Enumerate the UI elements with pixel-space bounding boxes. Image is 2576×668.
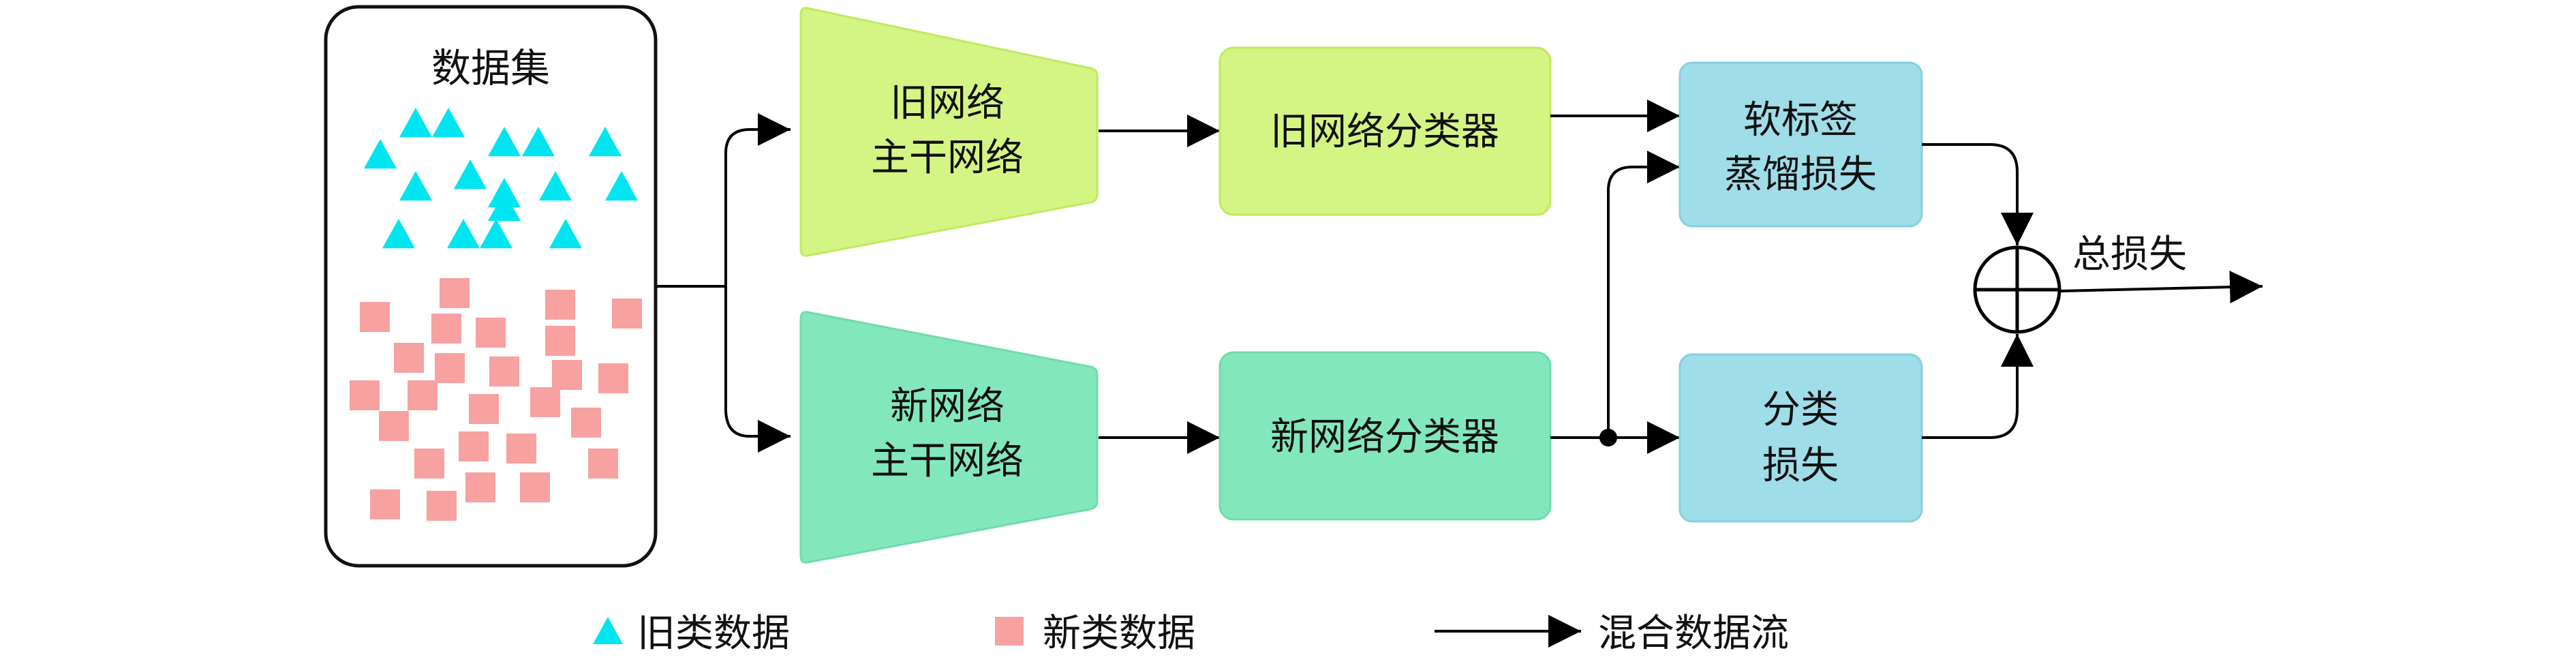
new-class-marker — [588, 449, 618, 479]
new-class-marker — [612, 299, 642, 329]
new-class-marker — [476, 318, 506, 348]
old-class-marker — [432, 108, 465, 138]
old-class-marker — [364, 139, 397, 169]
old-backbone-label-2: 主干网络 — [871, 136, 1024, 180]
new-class-marker — [360, 302, 390, 332]
old-classifier-label: 旧网络分类器 — [1270, 110, 1499, 154]
old-class-marker — [399, 108, 432, 138]
new-class-marker — [465, 472, 495, 502]
legend-old-marker — [593, 617, 623, 644]
new-classifier-label: 新网络分类器 — [1270, 415, 1499, 459]
legend: 旧类数据 新类数据 混合数据流 — [593, 611, 1789, 656]
new-class-marker — [350, 380, 380, 410]
old-class-marker — [382, 219, 415, 249]
old-backbone-block — [799, 7, 1099, 257]
new-class-marker — [530, 387, 560, 417]
new-class-marker — [435, 353, 465, 383]
new-class-marker — [394, 343, 424, 373]
total-loss-arrow — [2059, 271, 2263, 304]
new-class-marker — [545, 326, 575, 356]
new-class-marker — [552, 360, 582, 390]
new-class-marker — [506, 434, 536, 464]
new-class-marker — [489, 356, 519, 386]
old-class-marker — [549, 219, 582, 249]
new-class-marker — [431, 314, 461, 344]
new-class-markers — [350, 278, 642, 521]
legend-flow-label: 混合数据流 — [1598, 611, 1789, 656]
cls-loss-label-2: 损失 — [1762, 444, 1839, 488]
old-class-marker — [522, 127, 555, 157]
cls-loss-label-1: 分类 — [1762, 388, 1839, 432]
new-class-marker — [459, 431, 489, 461]
new-classifier-to-losses-connector — [1550, 151, 1680, 454]
old-class-marker — [447, 219, 480, 249]
old-class-marker — [454, 160, 487, 189]
losses-to-sum-connector — [1922, 143, 2034, 439]
new-class-marker — [379, 411, 409, 441]
old-class-marker — [589, 127, 622, 157]
new-class-marker — [414, 449, 444, 479]
legend-new-marker — [995, 617, 1024, 646]
new-class-marker — [370, 489, 400, 519]
oplus-icon — [1973, 245, 2061, 334]
new-class-marker — [469, 394, 499, 424]
old-backbone-label-1: 旧网络 — [890, 81, 1005, 125]
old-class-marker — [488, 178, 521, 208]
legend-old-label: 旧类数据 — [637, 611, 790, 656]
new-class-marker — [598, 363, 628, 393]
junction-dot — [1599, 429, 1617, 446]
new-backbone-label-2: 主干网络 — [871, 439, 1024, 483]
new-class-marker — [571, 408, 601, 438]
cls-loss-block — [1678, 353, 1923, 523]
legend-new-label: 新类数据 — [1043, 611, 1195, 656]
new-class-marker — [440, 278, 470, 308]
old-class-marker — [539, 171, 572, 201]
new-class-marker — [520, 472, 550, 502]
new-class-marker — [427, 491, 457, 521]
old-class-markers — [364, 108, 638, 249]
old-class-marker — [605, 171, 638, 201]
kd-loss-block — [1678, 61, 1923, 228]
new-classifier-block — [1218, 351, 1552, 521]
dataset-title: 数据集 — [431, 45, 550, 91]
new-class-marker — [545, 290, 575, 320]
new-backbone-label-1: 新网络 — [890, 384, 1005, 429]
old-class-marker — [488, 127, 521, 157]
kd-loss-label-2: 蒸馏损失 — [1724, 153, 1877, 197]
total-loss-label: 总损失 — [2072, 232, 2187, 277]
new-backbone-block — [799, 311, 1099, 564]
kd-loss-label-1: 软标签 — [1743, 98, 1858, 142]
old-class-marker — [399, 171, 432, 201]
new-class-marker — [408, 380, 438, 410]
dataset-split-connector — [656, 113, 791, 453]
old-classifier-block — [1218, 46, 1552, 216]
old-class-marker — [480, 219, 512, 249]
